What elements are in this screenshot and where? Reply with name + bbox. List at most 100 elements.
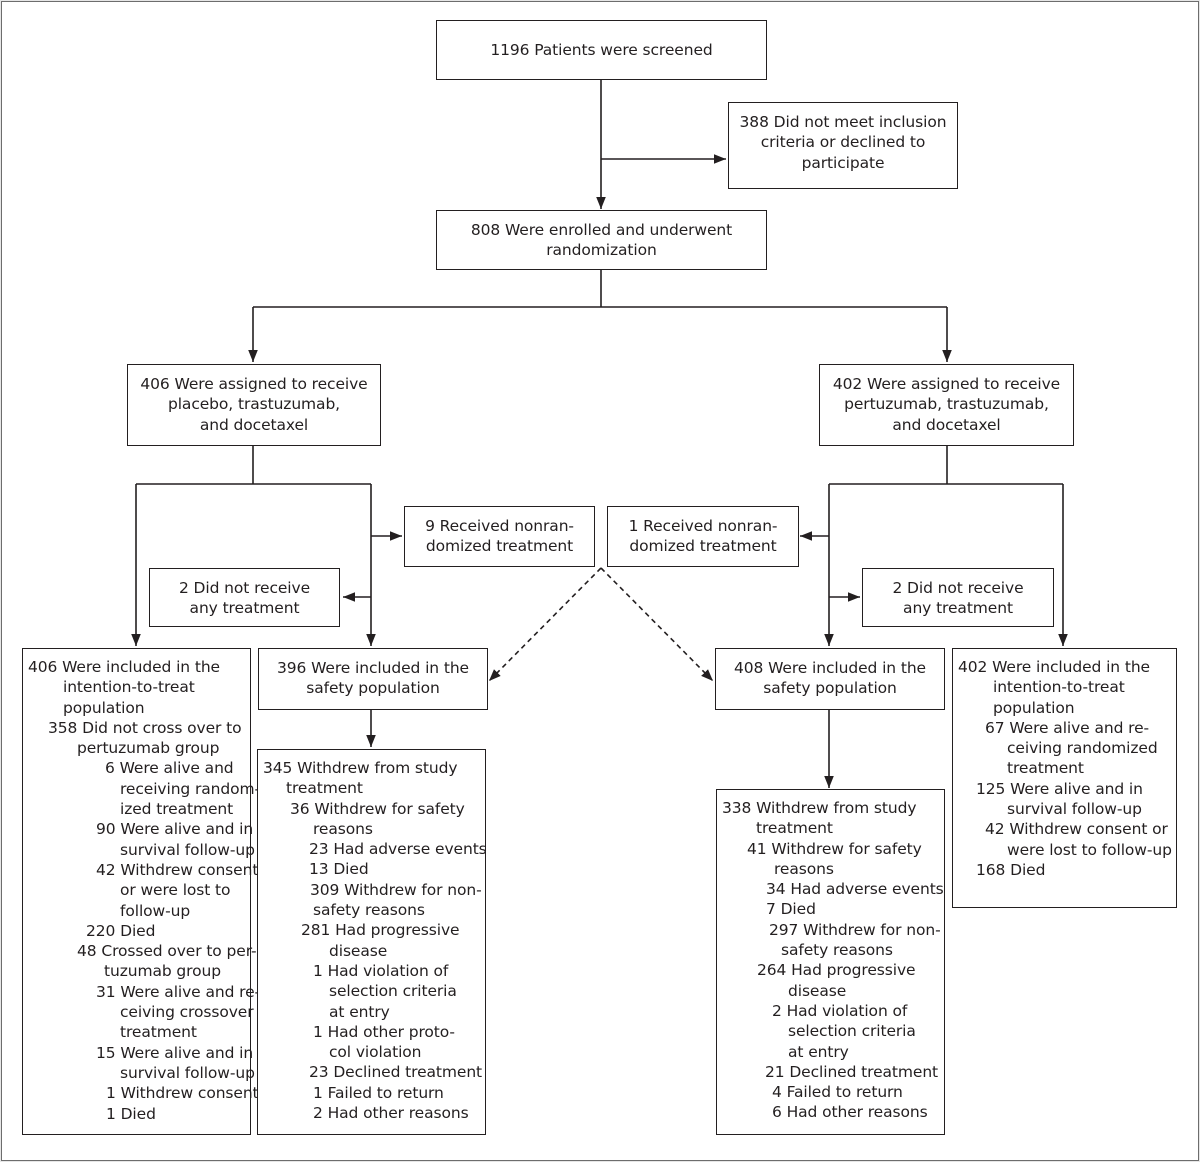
box-line: 23 Declined treatment xyxy=(309,1063,483,1082)
box-line: 338 Withdrew from study xyxy=(722,799,917,817)
box-line: 297 Withdrew for non- xyxy=(769,920,941,939)
box-line: 42 Withdrew consent xyxy=(96,860,259,879)
box-line: 125 Were alive and in xyxy=(976,779,1143,798)
box-line: 41 Withdrew for safety xyxy=(747,839,922,858)
box-line: survival follow-up xyxy=(120,840,255,859)
box-line: safety reasons xyxy=(781,941,893,960)
box-line: tuzumab group xyxy=(104,962,221,981)
left-arm-box: 406 Were assigned to receive placebo, tra… xyxy=(127,364,381,446)
box-line: 1 Failed to return xyxy=(313,1083,444,1102)
right-nonrandomized-box: 1 Received nonran-domized treatment xyxy=(607,506,799,567)
box-line: 9 Received nonran- xyxy=(425,517,574,535)
box-line: 21 Declined treatment xyxy=(765,1062,939,1081)
box-line: safety population xyxy=(306,679,440,698)
box-line: 7 Died xyxy=(766,900,816,919)
box-line: 396 Were included in the xyxy=(277,659,469,677)
box-line: survival follow-up xyxy=(120,1063,255,1082)
box-line: were lost to follow-up xyxy=(1007,840,1172,859)
box-line: or were lost to xyxy=(120,881,231,900)
box-line: selection criteria xyxy=(788,1022,916,1041)
box-line: 388 Did not meet inclusion xyxy=(739,113,947,131)
box-line: 1 Had other proto- xyxy=(313,1022,455,1041)
box-line: 6 Had other reasons xyxy=(772,1103,928,1122)
box-line: safety population xyxy=(763,679,897,698)
box-line: 402 Were included in the xyxy=(958,658,1150,676)
box-line: 168 Died xyxy=(976,860,1046,879)
box-line: 31 Were alive and re- xyxy=(96,982,260,1001)
box-line: 281 Had progressive xyxy=(301,921,460,940)
box-line: 2 Did not receive xyxy=(178,579,311,597)
box-line: 402 Were assigned to receive xyxy=(832,375,1061,393)
dashed-connector-to-left-safety xyxy=(488,567,602,682)
box-line: 1196 Patients were screened xyxy=(490,41,713,59)
box-line: 264 Had progressive xyxy=(757,961,916,980)
right-arm-box: 402 Were assigned to receive pertuzumab, … xyxy=(819,364,1074,446)
box-line: 408 Were included in the xyxy=(734,659,926,677)
box-line: 1 Had violation of xyxy=(313,961,449,980)
box-line: treatment xyxy=(756,819,833,838)
dashed-connector-to-right-safety xyxy=(600,567,714,682)
box-line: safety reasons xyxy=(313,901,425,920)
box-line: intention-to-treat xyxy=(993,678,1125,697)
box-line: ceiving crossover xyxy=(120,1003,254,1022)
box-line: placebo, trastuzumab, xyxy=(167,395,341,414)
box-line: ceiving randomized xyxy=(1007,739,1158,758)
box-line: 309 Withdrew for non- xyxy=(310,880,482,899)
box-line: 36 Withdrew for safety xyxy=(290,799,465,818)
box-line: treatment xyxy=(120,1023,197,1042)
box-line: pertuzumab, trastuzumab, xyxy=(844,395,1049,414)
box-line: any treatment xyxy=(189,599,300,618)
box-line: and docetaxel xyxy=(892,415,1001,434)
box-line: 2 Had other reasons xyxy=(313,1104,469,1123)
box-line: reasons xyxy=(774,859,834,878)
box-line: and docetaxel xyxy=(199,415,309,434)
box-line: 34 Had adverse events xyxy=(766,880,944,899)
box-line: 808 Were enrolled and underwent xyxy=(470,221,733,239)
box-line: pertuzumab group xyxy=(77,739,220,758)
box-line: disease xyxy=(788,981,847,1000)
right-safety-box: 408 Were included in the safety populatio… xyxy=(715,648,945,710)
box-line: 345 Withdrew from study xyxy=(263,759,458,777)
box-line: intention-to-treat xyxy=(63,678,195,697)
box-line: 6 Were alive and xyxy=(105,759,234,778)
box-line: 67 Were alive and re- xyxy=(985,718,1149,737)
left-no-treatment-box: 2 Did not receive any treatment xyxy=(149,568,340,627)
box-line: randomization xyxy=(546,241,657,260)
box-line: 406 Were assigned to receive xyxy=(140,375,368,393)
box-line: participate xyxy=(801,153,885,172)
box-line: 13 Died xyxy=(309,860,369,879)
box-line: population xyxy=(993,698,1075,717)
left-itt-box: 406 Were included in the intention-to-tre… xyxy=(22,648,261,1135)
box-line: survival follow-up xyxy=(1007,800,1142,819)
box-line: disease xyxy=(329,941,388,960)
box-line: 220 Died xyxy=(86,921,156,940)
box-line: 4 Failed to return xyxy=(772,1083,903,1102)
box-line: 2 Had violation of xyxy=(772,1001,908,1020)
box-line: 406 Were included in the xyxy=(28,658,220,676)
box-line: any treatment xyxy=(903,599,1013,618)
box-line: 90 Were alive and in xyxy=(96,820,254,839)
box-line: reasons xyxy=(313,819,373,838)
box-line: 15 Were alive and in xyxy=(96,1043,254,1062)
left-safety-box: 396 Were included in the safety populatio… xyxy=(258,648,488,710)
box-line: treatment xyxy=(286,779,363,798)
screened-box: 1196 Patients were screened xyxy=(436,20,767,80)
box-line: 1 Withdrew consent xyxy=(106,1084,259,1103)
box-line: 1 Died xyxy=(106,1104,156,1123)
left-nonrandomized-box: 9 Received nonran-domized treatment xyxy=(404,506,595,567)
box-line: receiving random- xyxy=(120,779,261,798)
box-line: selection criteria xyxy=(329,982,457,1001)
box-line: domized treatment xyxy=(425,537,574,556)
box-line: 23 Had adverse events xyxy=(309,840,487,859)
box-line: domized treatment xyxy=(629,537,777,556)
box-line: at entry xyxy=(329,1002,390,1021)
box-line: 42 Withdrew consent or xyxy=(985,820,1168,839)
box-line: follow-up xyxy=(120,901,191,920)
box-line: population xyxy=(63,698,145,717)
box-line: 358 Did not cross over to xyxy=(48,718,242,737)
